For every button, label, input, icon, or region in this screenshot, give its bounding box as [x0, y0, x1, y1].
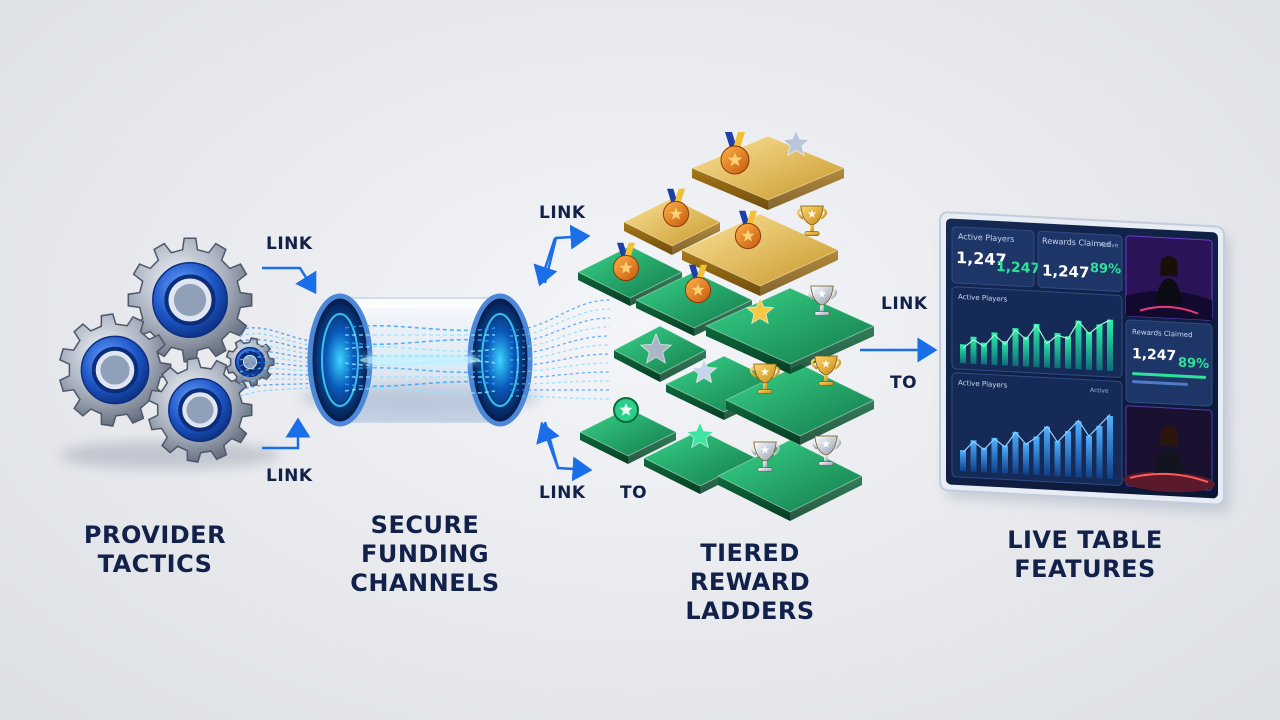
- stat-card-active-players: Active Players 1,247 1,247: [951, 226, 1040, 288]
- trophy-icon: [806, 285, 838, 316]
- dealer-video-icon-2: [1123, 405, 1215, 493]
- chart-bar: [1012, 327, 1019, 367]
- connector-label-tube-bottom-to: TO: [620, 483, 648, 503]
- ladder-tile: [680, 213, 840, 296]
- medal-icon: [684, 264, 712, 304]
- card1-value: 1,247: [956, 248, 1007, 270]
- star-icon: [619, 402, 633, 416]
- card2-title: Rewards Claimed: [1042, 236, 1111, 249]
- chart-bar: [970, 336, 977, 364]
- chart-panel-2: Active Players Active: [951, 372, 1123, 486]
- trophy-icon: [810, 355, 842, 386]
- label-tiered-reward-ladders: TIERED REWARD LADDERS: [685, 539, 815, 625]
- gear-icon: [225, 337, 275, 387]
- chart-bar: [1033, 323, 1040, 368]
- secure-tube: [300, 293, 540, 427]
- chart-bar: [981, 342, 987, 365]
- chart-bar: [960, 450, 966, 472]
- connector-label-gears-bottom: LINK: [266, 466, 313, 486]
- connector-label-tube-bottom: LINK: [539, 483, 586, 503]
- chart2-tag: Active: [1090, 387, 1109, 395]
- connector-arrows: [262, 224, 938, 482]
- chart-bar: [1044, 340, 1050, 368]
- dealer-video-icon: [1125, 235, 1213, 321]
- chart-line: [962, 414, 1111, 453]
- data-stream-right: [509, 299, 611, 400]
- chart1-title: Active Players: [958, 293, 1008, 304]
- connector-label-ladder-to: TO: [890, 373, 918, 393]
- chart-line: [962, 319, 1111, 349]
- stat-card-rewards-claimed-2: Rewards Claimed 1,247 89%: [1125, 319, 1213, 407]
- connector-label-ladder-link: LINK: [881, 294, 928, 314]
- medal-icon: [662, 188, 690, 228]
- chart-bar: [1107, 319, 1113, 372]
- card1-value-2: 1,247: [996, 259, 1040, 277]
- trophy-icon: [749, 441, 781, 472]
- card2-tag: Active: [1100, 241, 1119, 249]
- chart-bar: [1002, 445, 1008, 474]
- star-icon: [685, 420, 715, 449]
- chart-bar: [1086, 331, 1092, 370]
- star-icon: [690, 357, 718, 384]
- card2-value: 1,247: [1042, 261, 1089, 281]
- star-icon: [745, 296, 775, 325]
- chart-bar: [1065, 336, 1071, 369]
- chart2-title: Active Players: [958, 379, 1008, 390]
- chart-bar: [1107, 415, 1113, 480]
- card3-value: 1,247: [1132, 346, 1176, 364]
- medal-icon: [734, 210, 762, 250]
- card3-title: Rewards Claimed: [1132, 328, 1193, 339]
- chart-bar: [1012, 431, 1019, 475]
- card3-percent: 89%: [1178, 355, 1209, 372]
- reward-ladder: [576, 128, 876, 521]
- label-provider-tactics: PROVIDER TACTICS: [83, 521, 227, 578]
- trophy-icon: [810, 435, 842, 466]
- chart-bar: [1086, 435, 1092, 478]
- chart-bar: [1002, 340, 1008, 366]
- gear-icon: [58, 313, 172, 427]
- arrow-gears-bottom: [262, 417, 311, 450]
- chart-bar: [1023, 336, 1029, 367]
- chart-bar: [1096, 425, 1103, 479]
- label-live-table-features: LIVE TABLE FEATURES: [1007, 526, 1163, 583]
- stat-card-rewards-claimed: Rewards Claimed Active 1,247 89%: [1037, 230, 1123, 292]
- chart-bar: [1054, 441, 1061, 477]
- chart-bar: [1023, 442, 1029, 475]
- gear-cluster: [58, 237, 280, 469]
- card1-title: Active Players: [958, 232, 1014, 244]
- chart-bar: [1096, 324, 1103, 371]
- chart-bar: [1054, 332, 1061, 369]
- arrow-tube-bottom-up: [536, 421, 560, 469]
- connector-label-tube-top: LINK: [539, 203, 586, 223]
- chart-bar: [991, 332, 998, 366]
- trophy-icon: [749, 363, 781, 394]
- star-icon: [781, 128, 811, 157]
- chart-bar: [981, 447, 987, 473]
- connector-label-gears-top: LINK: [266, 234, 313, 254]
- medal-icon: [720, 132, 750, 175]
- chart-bar: [1044, 426, 1050, 476]
- chart-bar: [960, 344, 966, 364]
- live-dashboard: Active Players 1,247 1,247 Rewards Claim…: [939, 211, 1230, 513]
- gear-icon: [127, 237, 253, 363]
- arrow-gears-top: [262, 266, 317, 295]
- chart-bar: [1075, 421, 1082, 478]
- label-secure-funding-channels: SECURE FUNDING CHANNELS: [350, 511, 500, 597]
- chart-bar: [991, 437, 998, 474]
- chart-bar: [1033, 436, 1040, 476]
- arrow-tube-top-down: [533, 237, 558, 287]
- gear-icon: [148, 357, 253, 463]
- chart-bar: [1075, 320, 1082, 370]
- medal-icon: [612, 242, 640, 282]
- star-icon: [639, 332, 673, 364]
- ladder-tile: [578, 407, 678, 464]
- trophy-icon: [796, 205, 828, 236]
- chart-bar: [970, 440, 977, 472]
- ladder-tile: [690, 135, 846, 210]
- card2-percent: 89%: [1090, 261, 1121, 278]
- arrow-tube-bottom: [543, 421, 593, 482]
- chart-bar: [1065, 431, 1071, 477]
- chart-panel-1: Active Players: [951, 286, 1123, 378]
